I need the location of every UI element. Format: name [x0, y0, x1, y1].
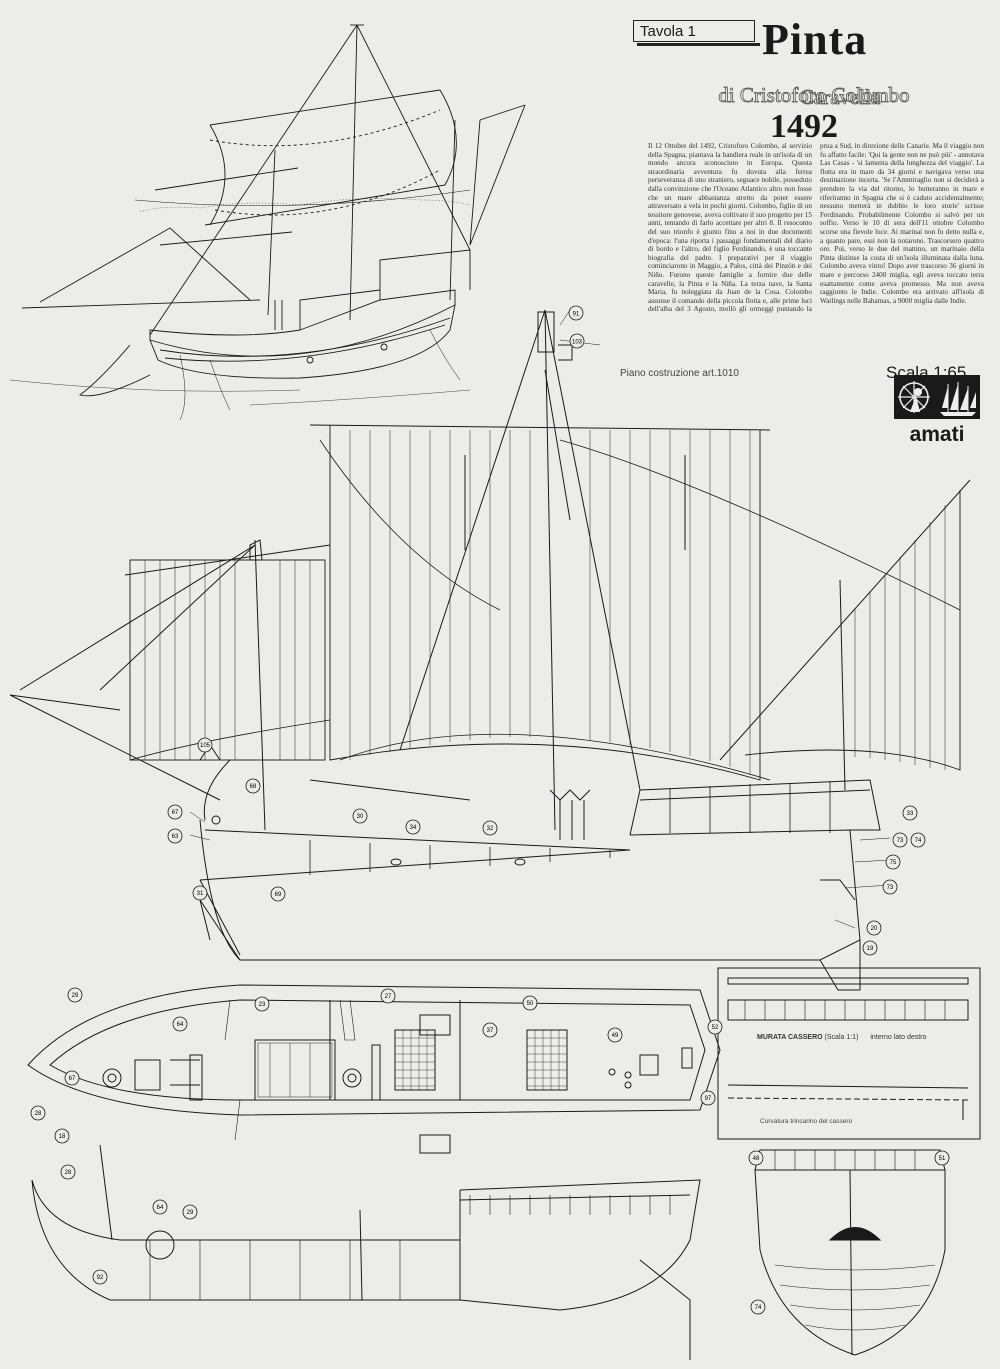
ship-perspective-sketch — [9, 24, 526, 421]
subtitle-caravella: Caravella — [799, 85, 881, 109]
curvature-label: Curvatura trincarino del cassero — [760, 1118, 853, 1125]
ship-profile-view — [9, 309, 971, 991]
callout-text: 91 — [573, 312, 580, 318]
callout-text: 103 — [572, 340, 583, 346]
historical-description: Il 12 Ottobre del 1492, Cristoforo Colom… — [648, 142, 984, 314]
murata-cassero-panel — [717, 967, 981, 1140]
murata-cassero-label: MURATA CASSERO (Scala 1:1) interno lato … — [757, 1034, 926, 1041]
callout-103: 103 — [566, 333, 588, 354]
murata-side: interno lato destro — [870, 1034, 927, 1041]
plan-label: Piano costruzione art.1010 — [620, 368, 739, 379]
plate-label: Tavola 1 — [633, 20, 760, 46]
page-title: Pinta — [762, 15, 868, 64]
murata-scale: (Scala 1:1) — [824, 1034, 859, 1041]
brand-name: amati — [910, 423, 965, 446]
amati-logo: amati — [894, 375, 980, 446]
stern-transom-view — [754, 1149, 946, 1356]
murata-title: MURATA CASSERO — [757, 1034, 823, 1041]
year: 1492 — [770, 108, 838, 145]
callout-91: 91 — [565, 305, 587, 326]
deck-plan-view — [27, 984, 721, 1154]
hold-section-view — [31, 1144, 701, 1360]
subtitle-di-cristoforo-colombo: di Cristoforo Colombo — [718, 83, 910, 107]
